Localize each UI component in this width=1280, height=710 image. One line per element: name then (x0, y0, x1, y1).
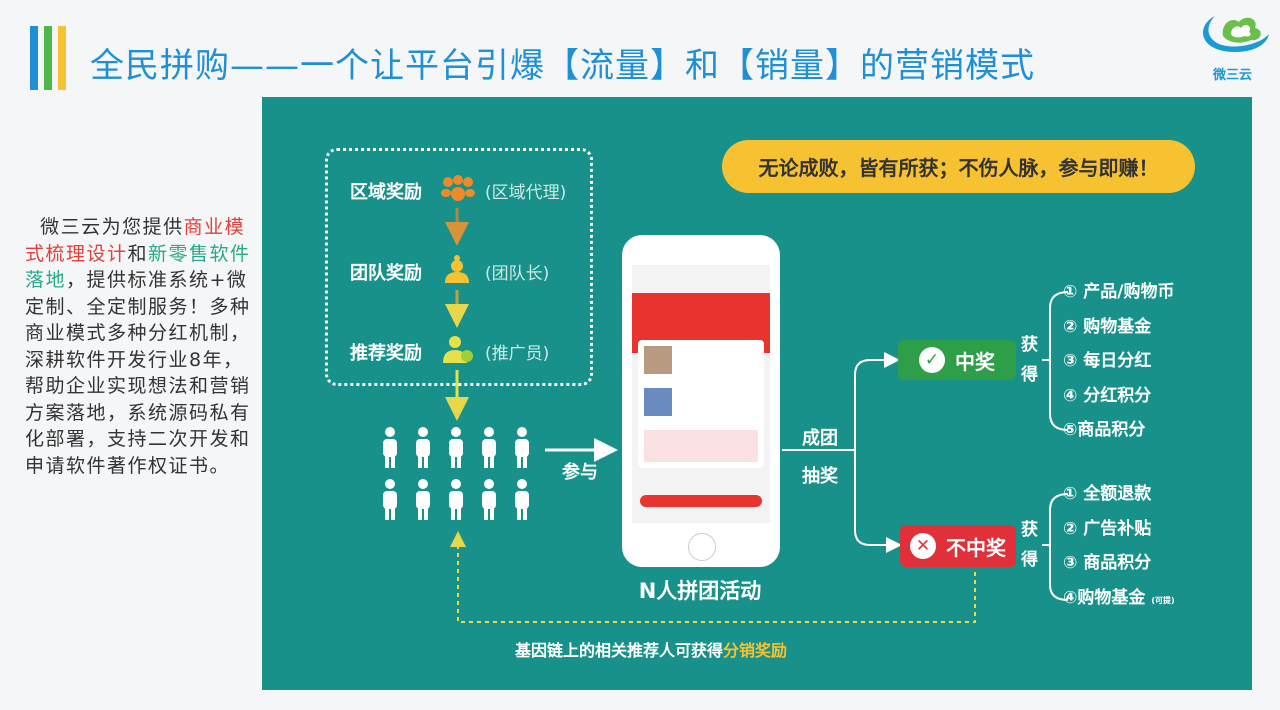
person-icon (416, 427, 430, 468)
reward-role: (推广员) (485, 344, 550, 364)
lose-item: ④购物基金 (1063, 587, 1146, 608)
page-title: 全民拼购——一个让平台引爆【流量】和【销量】的营销模式 (90, 46, 1035, 86)
win-item: ⑤商品积分 (1063, 420, 1146, 440)
win-bracket (1049, 291, 1069, 431)
lose-item: ① 全额退款 (1063, 484, 1152, 504)
check-icon: ✓ (919, 347, 945, 373)
product-selected (644, 430, 758, 462)
footer-note: 基因链上的相关推荐人可获得分销奖励 (515, 637, 787, 661)
person-icon (449, 427, 463, 468)
branch-label: 抽奖 (802, 466, 838, 487)
person-icon (383, 427, 397, 468)
win-item: ① 产品/购物币 (1063, 282, 1175, 302)
leader-icon (444, 254, 470, 288)
reward-role: (团队长) (485, 264, 550, 284)
intro-text: 微三云为您提供商业模式梳理设计和新零售软件落地，提供标准系统+微定制、全定制服务… (25, 214, 257, 479)
win-label: 中奖 (955, 349, 995, 374)
person-icon (515, 427, 529, 468)
group-icon (440, 175, 476, 203)
win-item: ③ 每日分红 (1063, 351, 1152, 371)
person-icon (383, 479, 397, 520)
win-item: ④ 分红积分 (1063, 385, 1152, 406)
intro-seg: ，提供标准系统+微定制、全定制服务！多种商业模式多种分红机制，深耕软件开发行业8… (25, 269, 251, 477)
accent-bar-blue (30, 26, 38, 90)
activity-label: N人拼团活动 (638, 579, 762, 603)
gain-label: 获得 (1021, 335, 1038, 385)
product-image (644, 388, 672, 416)
rewards-box (325, 148, 593, 386)
product-image (644, 346, 672, 374)
person-icon (482, 427, 496, 468)
lose-item: ② 广告补贴 (1063, 518, 1152, 539)
intro-seg: 和 (127, 242, 149, 265)
person-icon (482, 479, 496, 520)
reward-label: 区域奖励 (350, 182, 422, 203)
phone-product-list (638, 340, 764, 468)
participate-label: 参与 (562, 462, 598, 483)
person-icon (515, 479, 529, 520)
referral-loop (450, 531, 976, 623)
intro-seg: 微三云为您提供 (40, 216, 184, 238)
phone-screen (632, 265, 770, 523)
intro-highlight-business: 商业模式梳理设计 (25, 216, 246, 265)
close-icon: ✕ (910, 533, 936, 559)
participants-group (383, 427, 529, 520)
lose-items: ① 全额退款 ② 广告补贴 ③ 商品积分 ④购物基金 (可提) (1063, 477, 1175, 618)
promoter-icon (443, 334, 475, 368)
cloud-logo-icon (1203, 16, 1269, 52)
reward-label: 团队奖励 (350, 263, 422, 284)
lose-badge: ✕ 不中奖 (900, 525, 1016, 567)
branch-fork (854, 359, 895, 546)
lose-item-note: (可提) (1151, 595, 1175, 605)
reward-role: (区域代理) (485, 183, 567, 203)
branch-label: 成团 (802, 428, 838, 449)
reward-label: 推荐奖励 (350, 343, 422, 364)
intro-highlight-retail: 新零售软件落地 (25, 242, 251, 292)
win-badge: ✓ 中奖 (898, 340, 1016, 380)
logo: 微三云 (1195, 8, 1270, 83)
join-button[interactable] (640, 495, 762, 507)
lose-item: ③ 商品积分 (1063, 553, 1152, 573)
win-items: ① 产品/购物币 ② 购物基金 ③ 每日分红 ④ 分红积分 ⑤商品积分 (1063, 275, 1175, 448)
footer-text: 基因链上的相关推荐人可获得 (515, 641, 724, 660)
accent-bar-yellow (58, 26, 66, 90)
accent-bar-green (44, 26, 52, 90)
lose-bracket (1049, 493, 1069, 601)
win-item: ② 购物基金 (1063, 316, 1152, 337)
phone-mockup (622, 235, 780, 567)
person-icon (416, 479, 430, 520)
home-button (688, 533, 716, 561)
person-icon (449, 479, 463, 520)
footer-highlight: 分销奖励 (723, 641, 788, 660)
slogan-pill: 无论成败，皆有所获；不伤人脉，参与即赚！ (722, 140, 1195, 193)
lose-label: 不中奖 (946, 535, 1006, 560)
logo-text: 微三云 (1212, 68, 1252, 83)
gain-label: 获得 (1021, 520, 1038, 570)
